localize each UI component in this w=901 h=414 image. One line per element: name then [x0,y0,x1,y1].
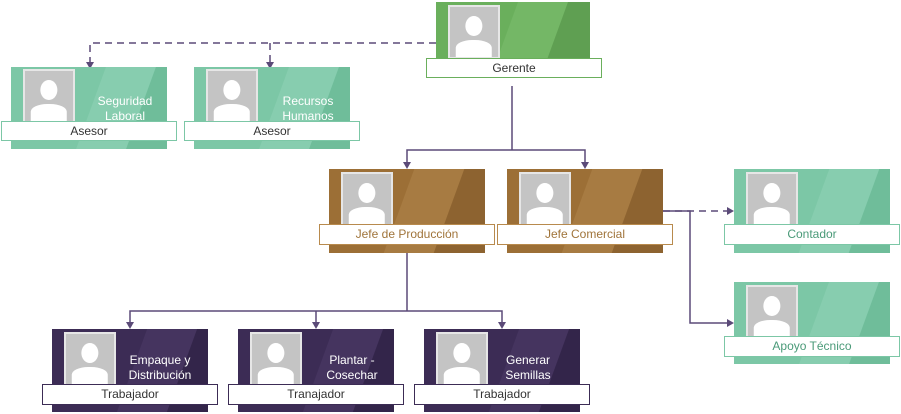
arrow-empaque [126,322,134,329]
node-gerente[interactable]: Gerente [426,2,602,86]
avatar [341,172,393,226]
label-tranajador-plantar: Tranajador [228,384,404,405]
label-asesor-seguridad: Asesor [1,121,177,141]
node-seguridad-laboral[interactable]: Seguridad Laboral Asesor [1,67,177,151]
name-semillas: Generar Semillas [505,353,551,382]
label-trabajador-empaque: Trabajador [42,384,218,405]
arrow-comercial [581,162,589,169]
name-seguridad: Seguridad Laboral [97,94,153,123]
connector-gerente-asesores [89,42,436,65]
arrow-plantar [312,322,320,329]
avatar [23,69,75,123]
label-trabajador-semillas: Trabajador [414,384,590,405]
arrow-recursos [266,62,274,69]
label-jefe-produccion: Jefe de Producción [319,224,495,245]
node-apoyo-tecnico[interactable]: Apoyo Técnico [724,282,900,366]
avatar [250,332,302,386]
arrow-produccion [403,162,411,169]
arrow-semillas [498,322,506,329]
connector-comercial-apoyo [663,210,730,324]
arrow-contador [727,207,734,215]
label-apoyo-tecnico: Apoyo Técnico [724,336,900,357]
connector-gerente-jefes [406,86,586,166]
avatar [206,69,258,123]
avatar [519,172,571,226]
avatar [746,172,798,226]
arrow-apoyo [727,319,734,327]
avatar [436,332,488,386]
node-generar-semillas[interactable]: Generar Semillas Trabajador [414,329,590,413]
name-recursos: Recursos Humanos [282,94,334,123]
node-empaque-distribucion[interactable]: Empaque y Distribución Trabajador [42,329,218,413]
name-plantar: Plantar - Cosechar [326,353,378,382]
name-empaque: Empaque y Distribución [128,353,192,382]
label-asesor-recursos: Asesor [184,121,360,141]
avatar [448,5,500,59]
arrow-seguridad [86,62,94,69]
label-jefe-comercial: Jefe Comercial [497,224,673,245]
label-contador: Contador [724,224,900,245]
avatar [746,285,798,339]
connector-produccion-trabajadores [129,252,503,326]
avatar [64,332,116,386]
node-contador[interactable]: Contador [724,169,900,253]
node-plantar-cosechar[interactable]: Plantar - Cosechar Tranajador [228,329,404,413]
node-jefe-comercial[interactable]: Jefe Comercial [497,169,673,253]
node-jefe-produccion[interactable]: Jefe de Producción [319,169,495,253]
label-gerente: Gerente [426,58,602,78]
node-recursos-humanos[interactable]: Recursos Humanos Asesor [184,67,360,151]
